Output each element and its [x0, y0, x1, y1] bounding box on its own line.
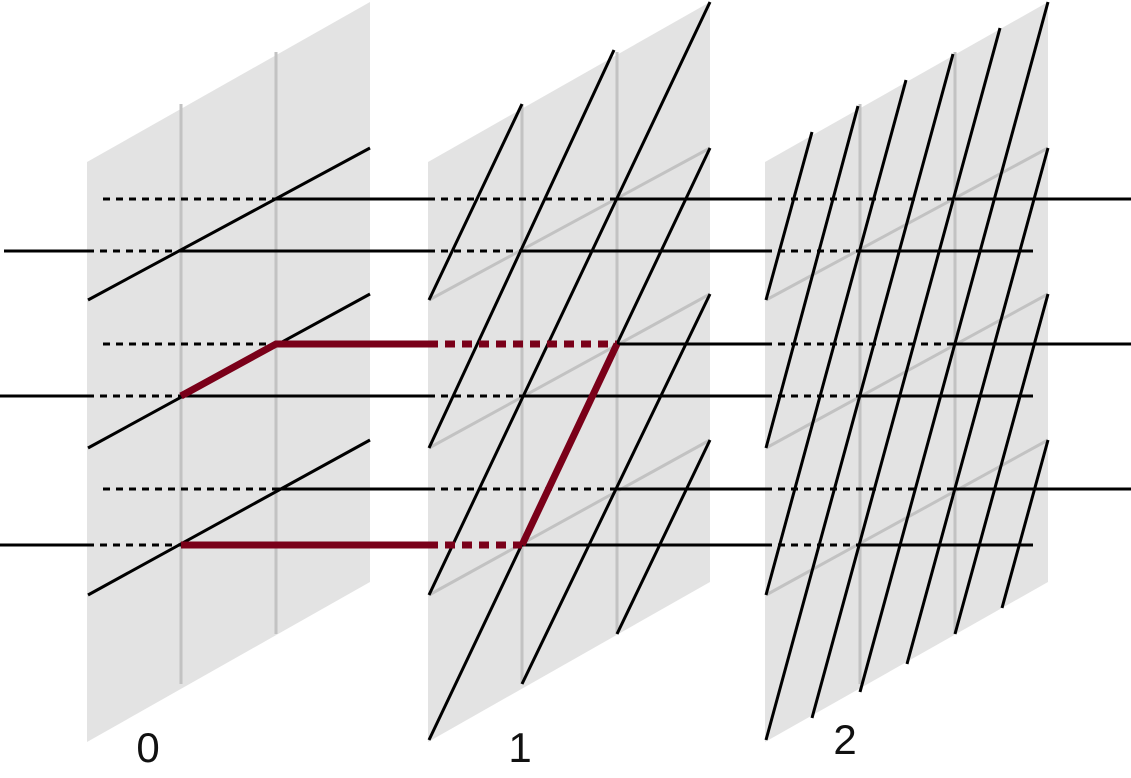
panel-2-steep-line [905, 147, 1050, 665]
panel-2-steep-line [810, 27, 1002, 719]
panel-1 [427, 1, 712, 742]
panel-1-steep-line [615, 439, 712, 635]
highlighted-path-diagonal [518, 342, 621, 547]
panel-2-steep-line [764, 105, 860, 449]
panel-2 [764, 1, 1050, 742]
panel-1-slanted-gridline [428, 146, 711, 302]
panel-0-label: 0 [136, 724, 159, 771]
panel-0-slanted-line [87, 146, 371, 302]
panel-1-steep-line [427, 103, 524, 301]
panel-1-label: 1 [508, 724, 531, 771]
panel-0-slanted-line [87, 438, 371, 597]
panel-1-slanted-gridline [428, 292, 711, 450]
panel-1-steep-line [427, 1, 712, 596]
panel-2-steep-line [764, 79, 908, 596]
highlighted-path [179, 340, 621, 549]
panel-1-slanted-gridline [428, 438, 711, 597]
highlighted-path-upper [179, 340, 428, 400]
panel-1-steep-line [427, 49, 616, 449]
horizontal-lines [0, 197, 1131, 547]
panel-2-label: 2 [833, 716, 856, 763]
panel-2-steep-line [953, 293, 1050, 635]
panel-2-steep-line [858, 1, 1050, 693]
panel-2-steep-line [764, 131, 814, 301]
panel-2-steep-line [1000, 439, 1050, 609]
